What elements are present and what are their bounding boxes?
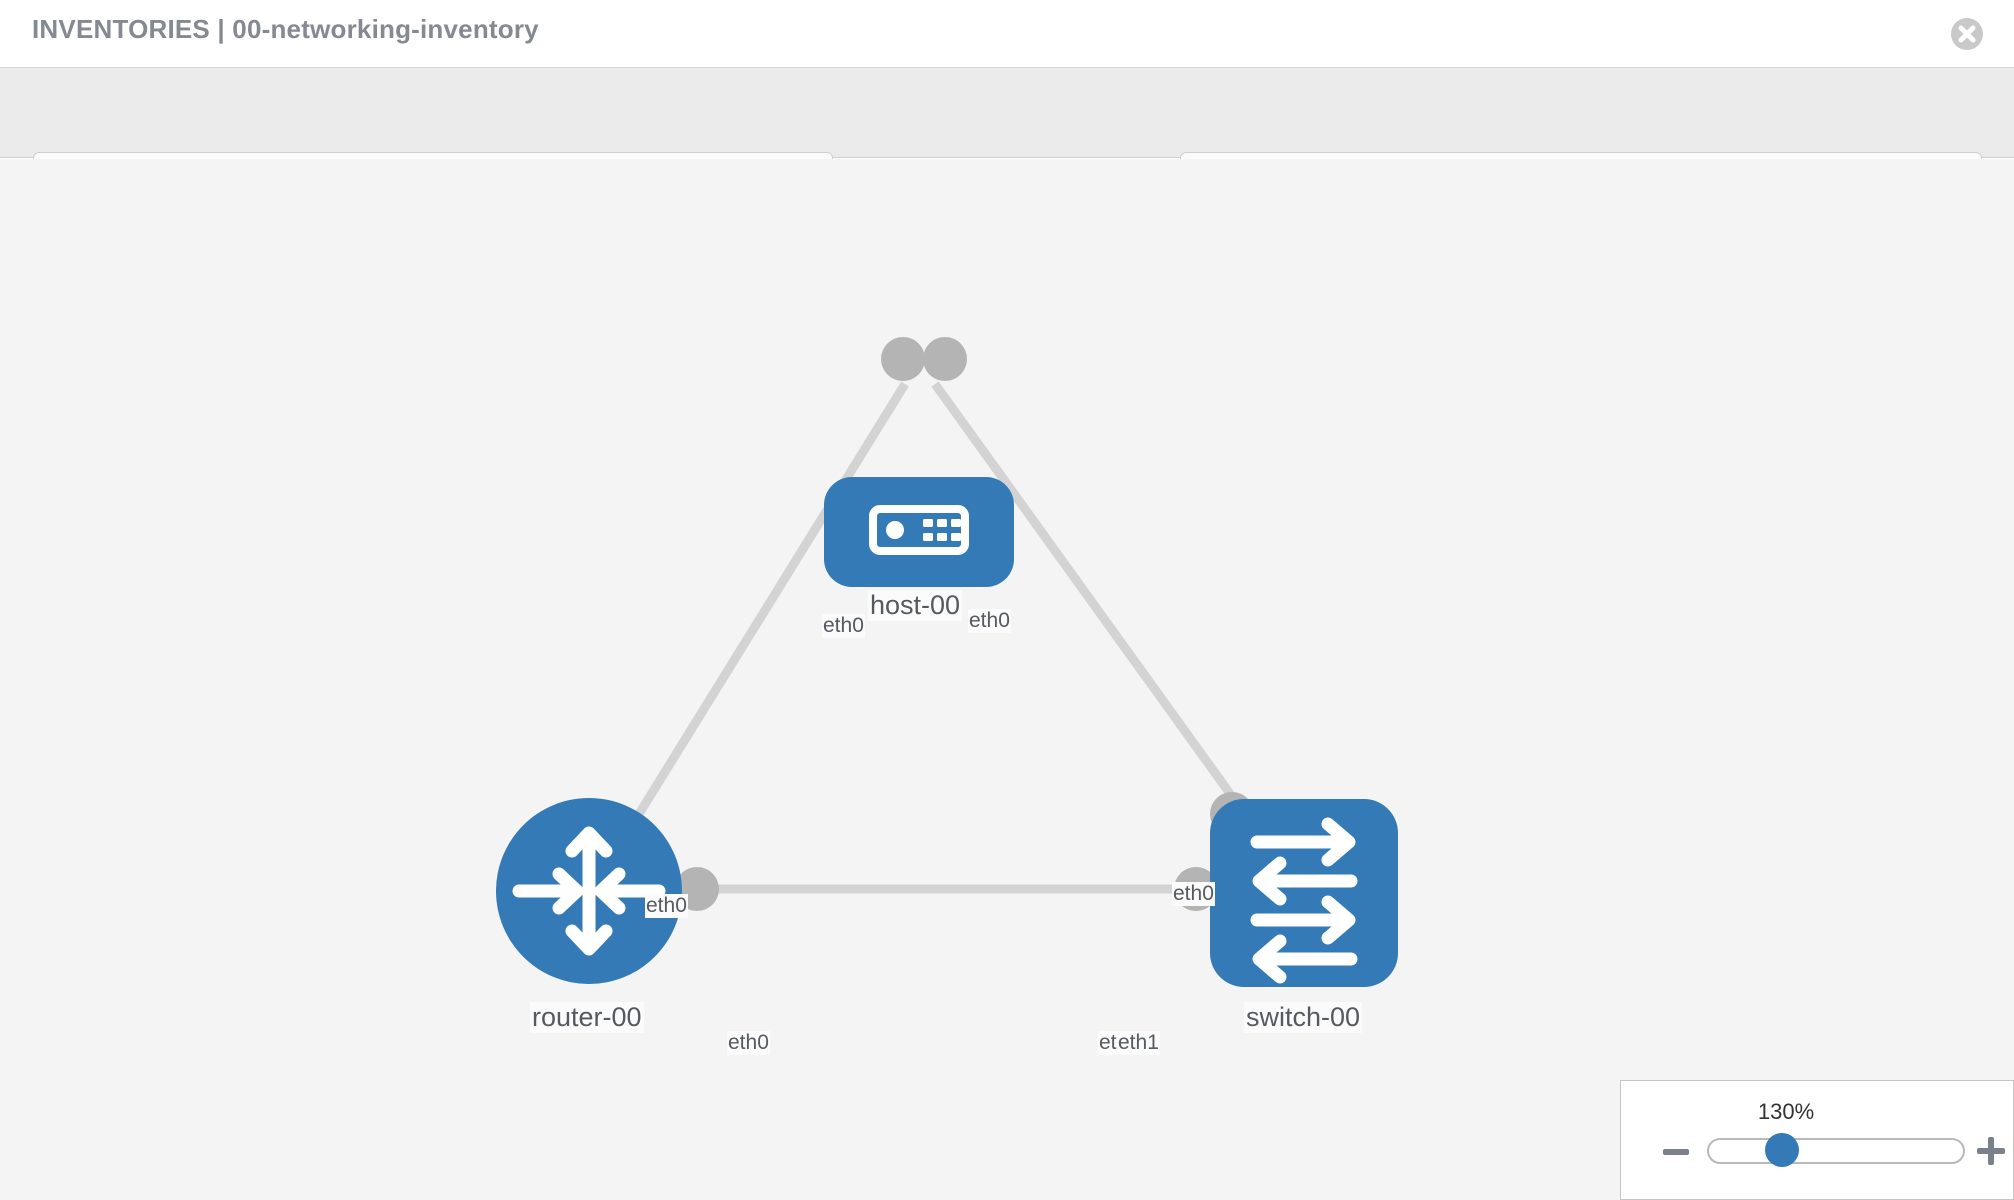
page-title: INVENTORIES | 00-networking-inventory — [32, 14, 539, 44]
topology-graph — [496, 337, 1398, 987]
zoom-slider-thumb[interactable] — [1765, 1133, 1799, 1167]
page-header: INVENTORIES | 00-networking-inventory — [0, 0, 2014, 68]
node-host-00[interactable] — [824, 477, 1014, 587]
link-host-router[interactable] — [596, 381, 909, 880]
zoom-level-value: 130% — [1757, 1099, 1815, 1124]
zoom-out-button[interactable] — [1663, 1149, 1689, 1155]
zoom-in-button[interactable] — [1977, 1137, 2005, 1165]
interface-label: eth0 — [1172, 882, 1215, 906]
node-label-router-00: router-00 — [530, 1002, 644, 1033]
interface-label: eth1 — [1117, 1031, 1160, 1055]
close-icon[interactable] — [1950, 17, 1984, 51]
zoom-control-panel: 130% — [1620, 1080, 2014, 1200]
node-switch-00[interactable] — [1210, 799, 1398, 987]
toolbar: ACTIONS SEARCH — [0, 68, 2014, 204]
interface-label: eth0 — [645, 894, 688, 918]
topology-canvas[interactable]: host-00 router-00 switch-00 eth0 eth0 et… — [0, 159, 2014, 1200]
node-router-00[interactable] — [496, 798, 682, 984]
interface-label: eth0 — [822, 614, 865, 638]
zoom-slider-track[interactable] — [1707, 1138, 1965, 1164]
node-label-switch-00: switch-00 — [1244, 1002, 1363, 1033]
interface-label: eth0 — [727, 1031, 770, 1055]
interface-label: eth0 — [968, 609, 1011, 633]
node-label-host-00: host-00 — [868, 590, 963, 621]
